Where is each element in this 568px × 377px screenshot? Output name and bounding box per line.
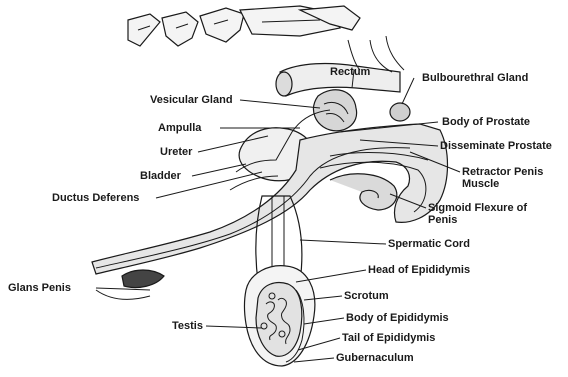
- label-testis: Testis: [172, 320, 203, 332]
- label-bladder: Bladder: [140, 170, 181, 182]
- bulbourethral-gland-structure: [390, 103, 410, 121]
- label-scrotum: Scrotum: [344, 290, 389, 302]
- sigmoid-flexure-structure: [330, 174, 397, 210]
- label-sigmoid-flexure-of-penis-text: Sigmoid Flexure of Penis: [428, 202, 527, 226]
- label-vesicular-gland: Vesicular Gland: [150, 94, 233, 106]
- label-glans-penis: Glans Penis: [8, 282, 71, 294]
- label-head-of-epididymis: Head of Epididymis: [368, 264, 470, 276]
- vesicular-gland-structure: [314, 90, 357, 131]
- label-sigmoid-flexure-of-penis: Sigmoid Flexure of Penis: [428, 202, 558, 226]
- label-disseminate-prostate: Disseminate Prostate: [440, 140, 552, 152]
- label-ampulla: Ampulla: [158, 122, 201, 134]
- label-bulbourethral-gland: Bulbourethral Gland: [422, 72, 532, 84]
- label-gubernaculum: Gubernaculum: [336, 352, 414, 364]
- glans-penis-structure: [96, 270, 164, 299]
- label-rectum: Rectum: [330, 66, 370, 78]
- label-spermatic-cord: Spermatic Cord: [388, 238, 470, 250]
- vertebrae: [128, 6, 360, 46]
- label-retractor-penis-muscle-text: Retractor Penis Muscle: [462, 166, 543, 190]
- label-ureter: Ureter: [160, 146, 192, 158]
- label-body-of-epididymis: Body of Epididymis: [346, 312, 449, 324]
- label-body-of-prostate: Body of Prostate: [442, 116, 530, 128]
- label-tail-of-epididymis: Tail of Epididymis: [342, 332, 435, 344]
- label-bulbourethral-gland-text: Bulbourethral Gland: [422, 72, 528, 84]
- label-ductus-deferens: Ductus Deferens: [52, 192, 139, 204]
- label-retractor-penis-muscle: Retractor Penis Muscle: [462, 166, 558, 190]
